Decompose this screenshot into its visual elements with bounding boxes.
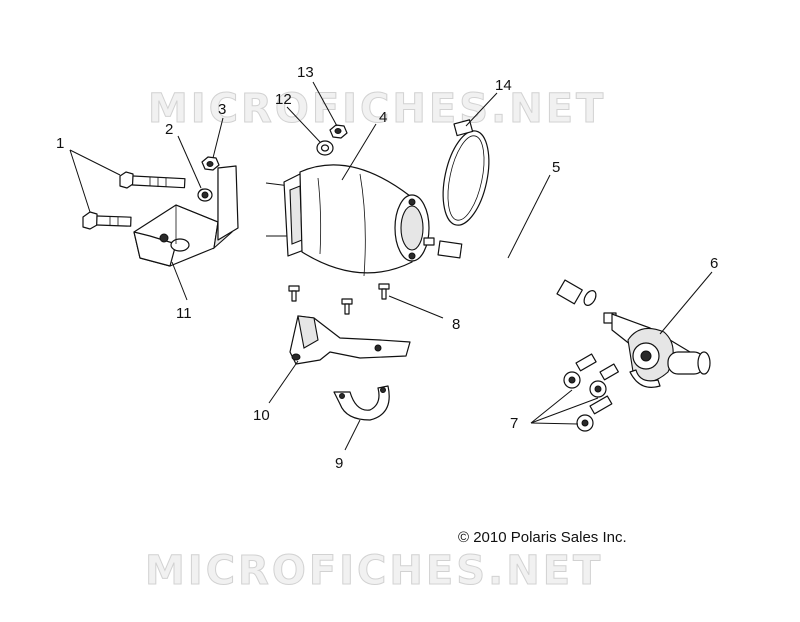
callout-2: 2 [165,121,173,138]
screw-lower [576,395,613,432]
watermark-top: MICROFICHES.NET [148,86,606,132]
callout-13: 13 [297,64,314,81]
starter-drive [603,312,711,388]
callout-12: 12 [275,91,292,108]
callout-14: 14 [495,77,512,94]
callout-1: 1 [56,135,64,152]
callout-10: 10 [253,407,270,424]
callout-8: 8 [452,316,460,333]
callout-4: 4 [379,109,387,126]
hex-nut [201,156,220,171]
small-screw-left [288,285,300,302]
screw-middle [589,363,619,398]
bolt-upper [119,171,186,189]
watermark-bottom: MICROFICHES.NET [145,548,603,594]
band-clamp [442,119,490,226]
callout-5: 5 [552,159,560,176]
small-screw-right [378,283,390,300]
leader-lines [69,81,713,451]
callout-3: 3 [218,101,226,118]
flat-washer [316,140,334,156]
lower-bracket [289,315,411,365]
bolt-lower [82,211,132,230]
callout-9: 9 [335,455,343,472]
mounting-strap [333,385,390,421]
starter-cable [437,240,597,306]
starter-motor [265,164,435,277]
small-screw-middle [341,298,353,315]
callout-7: 7 [510,415,518,432]
lock-washer [197,188,213,202]
copyright-notice: © 2010 Polaris Sales Inc. [458,529,627,546]
screw-upper [563,353,597,389]
callout-11: 11 [176,305,192,322]
callout-6: 6 [710,255,718,272]
